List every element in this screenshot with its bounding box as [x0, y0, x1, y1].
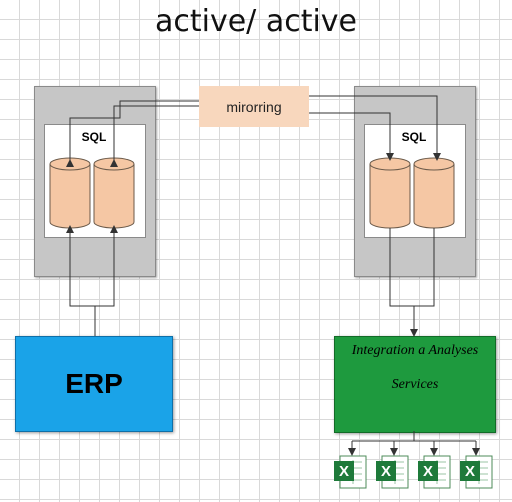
excel-file-icon: X: [460, 455, 493, 489]
left-disk-1-icon: [49, 157, 91, 229]
mirror-line-right-inner: [309, 112, 394, 161]
mirror-line-right-outer: [309, 95, 441, 161]
integration-line2: Services: [391, 377, 439, 392]
erp-box: ERP: [15, 336, 173, 432]
diagram-title: active/ active: [154, 4, 358, 39]
left-sql-label: SQL: [81, 130, 107, 144]
svg-text:X: X: [423, 463, 433, 480]
excel-file-icon: X: [376, 455, 409, 489]
svg-text:X: X: [465, 463, 475, 480]
mirroring-box: mirorring: [199, 86, 309, 127]
svg-text:X: X: [381, 463, 391, 480]
mirror-line-left-inner: [110, 105, 199, 167]
excel-file-icon: X: [418, 455, 451, 489]
svg-text:X: X: [339, 463, 349, 480]
right-disk-1-icon: [369, 157, 411, 229]
erp-bracket: [69, 226, 115, 307]
mirror-line-left-outer: [66, 100, 199, 167]
integration-line1: Integration a Analyses: [351, 343, 479, 358]
right-disk-2-icon: [413, 157, 455, 229]
right-sql-label: SQL: [401, 130, 427, 144]
excel-file-icon: X: [334, 455, 367, 489]
left-disk-2-icon: [93, 157, 135, 229]
right-bracket: [389, 228, 435, 307]
